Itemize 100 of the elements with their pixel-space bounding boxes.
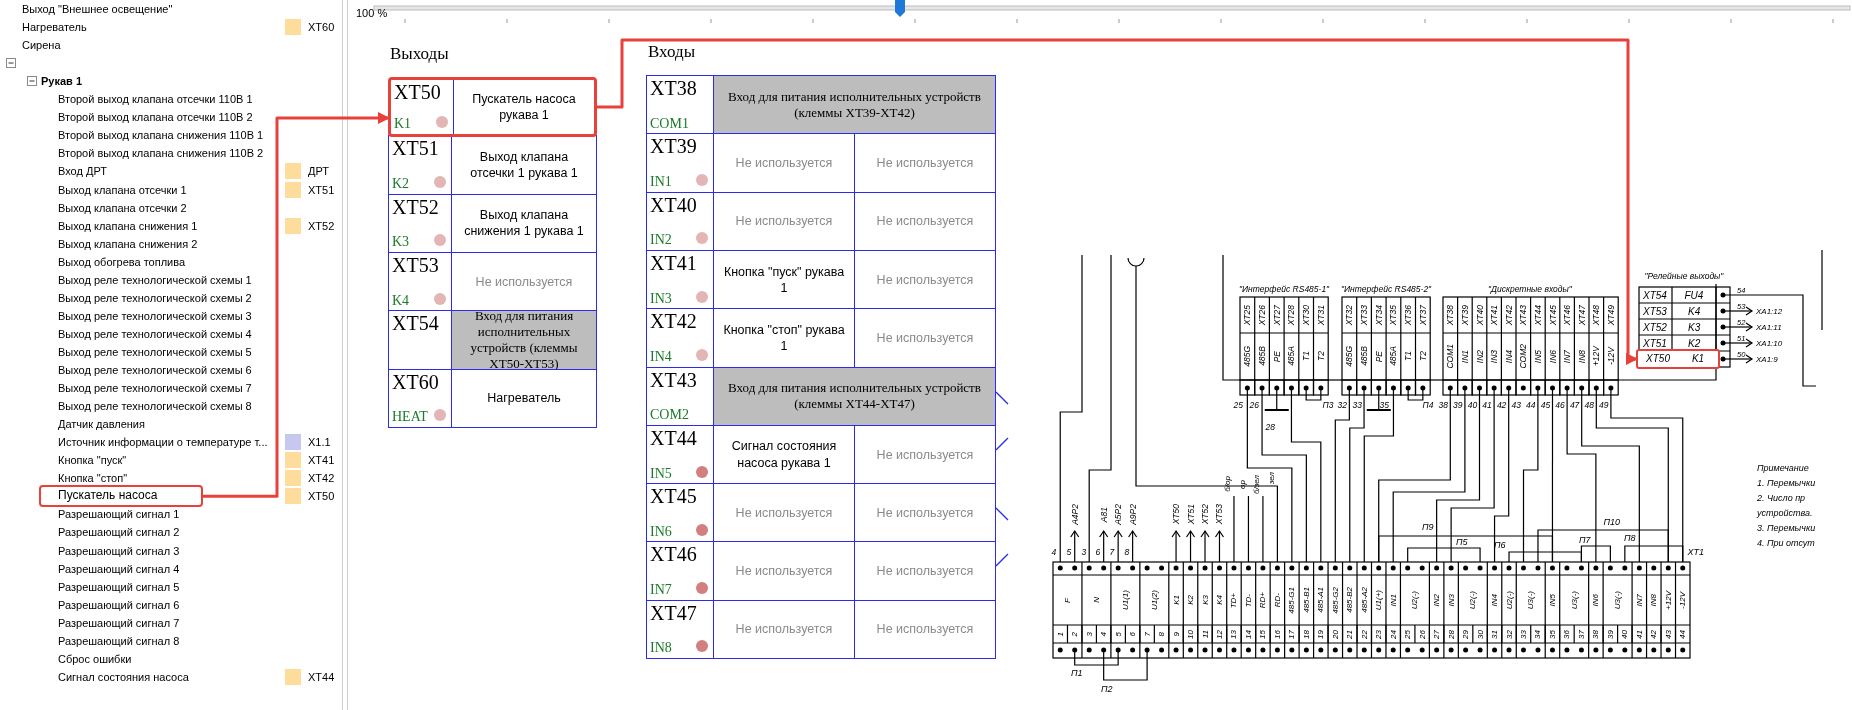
- terminal-number: 26: [1417, 629, 1427, 639]
- signal-label: 485A: [1388, 346, 1399, 366]
- terminal-number: 43: [1663, 629, 1673, 639]
- tree-item: Разрешающий сигнал 2: [58, 526, 180, 539]
- terminal-label: XT33: [1359, 305, 1370, 326]
- tree-item: Выход обогрева топлива: [58, 255, 186, 268]
- table-row: [388, 135, 597, 196]
- note-text: 2. Число пр: [1757, 493, 1806, 503]
- terminal-code: XT50: [308, 490, 335, 503]
- signal-label: XT52: [1200, 504, 1210, 525]
- terminal-label: RD+: [1258, 592, 1268, 609]
- terminal-label: XT50: [394, 81, 441, 104]
- table-cell-text: Не используется: [474, 273, 574, 291]
- tree-item: Кнопка "пуск": [58, 454, 127, 467]
- channel-label: K4: [392, 292, 410, 309]
- terminal-number: 8: [1157, 632, 1167, 637]
- terminal-code: XT42: [308, 472, 335, 485]
- jumper-label: XT1: [1687, 547, 1704, 557]
- signal-label: IN5: [1532, 349, 1543, 363]
- terminal-label: XT44: [650, 426, 697, 450]
- signal-label: 485A: [1286, 346, 1297, 366]
- table-cell-text: Кнопка "стоп" рукава 1: [722, 321, 846, 356]
- signal-label: XT51: [1185, 504, 1196, 525]
- relay-label: FU4: [1684, 289, 1704, 301]
- wire-number: 6: [1095, 547, 1101, 557]
- terminal-number: 38: [1591, 629, 1601, 639]
- terminal-label: N: [1091, 597, 1101, 603]
- wire-number: 33: [1352, 400, 1362, 410]
- terminal-label: XT34: [1373, 305, 1384, 326]
- terminal-number: 32: [1504, 629, 1514, 639]
- table-row: [388, 77, 597, 137]
- terminal-number: 29: [1461, 629, 1471, 639]
- terminal-label: IN5: [1547, 594, 1557, 607]
- terminal-label: IN4: [1490, 594, 1500, 607]
- signal-label: IN1: [1459, 349, 1470, 363]
- tree-item: Разрешающий сигнал 7: [58, 616, 180, 629]
- wire-colour-label: б/ор: [1223, 476, 1233, 492]
- tree-item: Вход ДРТ: [58, 165, 107, 178]
- wire-number: П3: [1322, 400, 1334, 410]
- wire-number: 44: [1526, 400, 1536, 410]
- terminal-number: 13: [1229, 629, 1239, 639]
- block-title: "Релейные выходы": [1644, 271, 1724, 281]
- table-row: [388, 368, 597, 429]
- terminal-number: 25: [1403, 629, 1413, 639]
- terminal-label: XT40: [1474, 305, 1485, 326]
- terminal-number: 41: [1634, 629, 1644, 639]
- table-cell: Вход для питания исполнительных устройств (клеммы XT44-XT47): [714, 367, 995, 426]
- wire-number: П4: [1422, 400, 1434, 410]
- table-cell-text: Не используется: [734, 213, 834, 231]
- table-row: [646, 308, 996, 368]
- wire-number: 45: [1540, 400, 1551, 410]
- tree-item: Выход реле технологической схемы 2: [58, 291, 252, 304]
- terminal-number: 19: [1316, 629, 1326, 639]
- tree-item: Второй выход клапана снижения 110В 1: [58, 129, 264, 142]
- terminal-label: XT46: [1562, 305, 1573, 326]
- jumper-label: П2: [1101, 684, 1113, 694]
- terminal-number: 12: [1215, 629, 1224, 639]
- wire-number: 28: [1265, 422, 1275, 432]
- terminal-label: K3: [1200, 595, 1210, 605]
- terminal-label: XT43: [650, 368, 697, 392]
- terminal-number: 16: [1272, 629, 1282, 639]
- terminal-label: -12V: [1678, 591, 1688, 609]
- note-text: 3. Перемычки: [1757, 523, 1816, 533]
- terminal-label: U3(-): [1613, 591, 1623, 610]
- signal-label: XT50: [1171, 504, 1182, 525]
- terminal-label: IN8: [1649, 594, 1659, 607]
- terminal-code: XT52: [308, 219, 335, 232]
- terminal-label: U2(-): [1410, 591, 1420, 610]
- terminal-number: 37: [1576, 629, 1586, 639]
- terminal-label: XT28: [1286, 305, 1297, 326]
- tree-item: Выход клапана отсечки 2: [58, 201, 187, 214]
- channel-label: K1: [394, 115, 412, 132]
- signal-label: T2: [1315, 351, 1326, 361]
- terminal-number: 35: [1547, 629, 1557, 639]
- signal-label: IN2: [1474, 349, 1485, 363]
- channel-label: IN8: [650, 640, 672, 657]
- terminal-label: XT48: [1591, 305, 1602, 326]
- terminal-number: 27: [1432, 629, 1442, 639]
- terminal-label: XT30: [1301, 305, 1312, 326]
- terminal-number: 42: [1649, 629, 1659, 639]
- terminal-label: XT38: [650, 77, 697, 100]
- table-row: [646, 191, 996, 252]
- terminal-number: 21: [1345, 629, 1355, 639]
- signal-label: PE: [1271, 350, 1282, 362]
- terminal-number: 10: [1186, 629, 1196, 639]
- signal-label: T2: [1417, 351, 1428, 361]
- terminal-label: TD+: [1229, 592, 1239, 608]
- wire-number: 48: [1584, 400, 1594, 410]
- terminal-label: XT41: [650, 251, 697, 275]
- terminal-number: 39: [1605, 629, 1615, 639]
- relay-label: K1: [1690, 352, 1706, 366]
- terminal-number: 5: [1113, 632, 1123, 637]
- channel-label: IN4: [650, 349, 672, 365]
- channel-label: K2: [392, 176, 410, 193]
- signal-label: A5P2: [1113, 503, 1124, 525]
- terminal-label: XT45: [1547, 305, 1558, 326]
- wire-number: 43: [1511, 400, 1521, 410]
- terminal-label: K2: [1186, 595, 1196, 605]
- table-row: [646, 483, 996, 543]
- signal-label: -12V: [1605, 347, 1616, 365]
